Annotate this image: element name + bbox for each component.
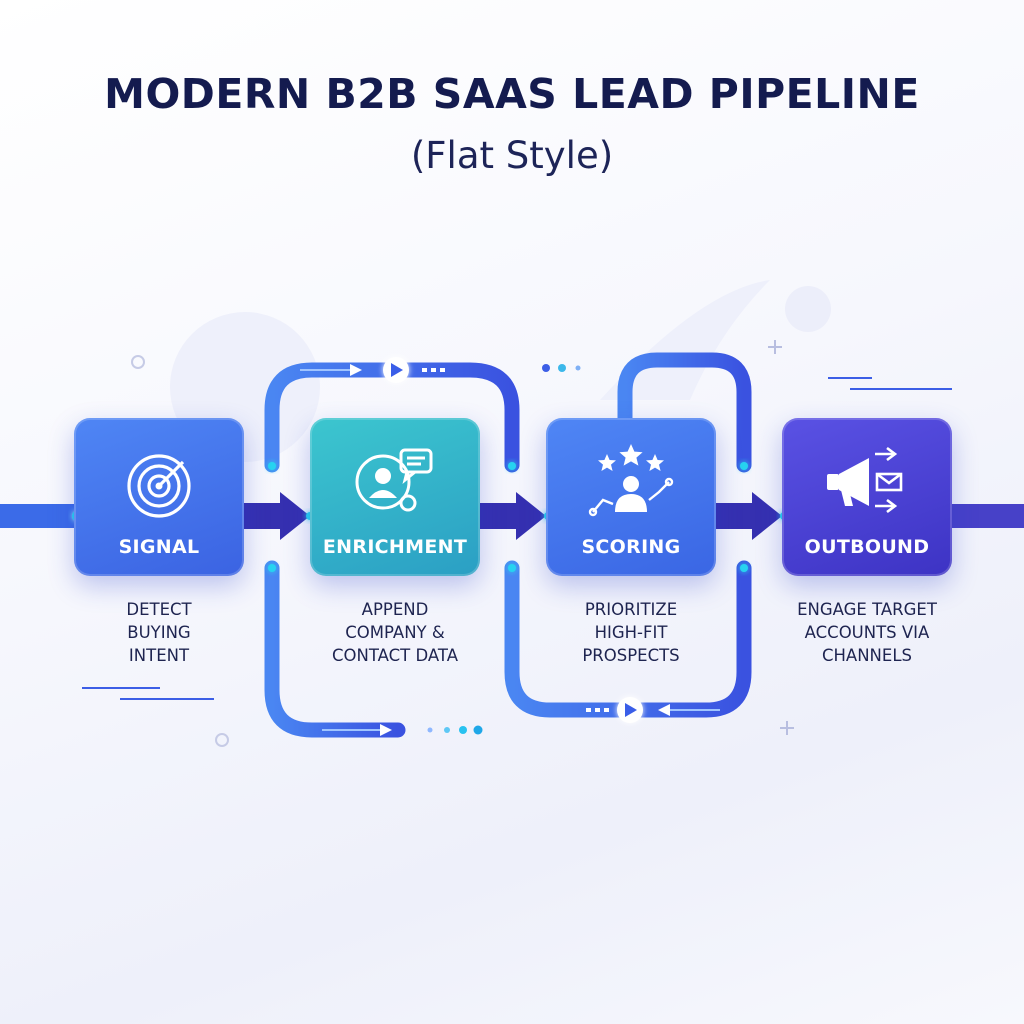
description-line: ACCOUNTS VIA: [804, 623, 930, 642]
stage-description-outbound: ENGAGE TARGET ACCOUNTS VIA CHANNELS: [767, 598, 967, 667]
description-line: BUYING: [127, 623, 191, 642]
decor-lines: [82, 377, 952, 700]
stage-description-signal: DETECT BUYING INTENT: [59, 598, 259, 667]
description-line: CHANNELS: [822, 646, 912, 665]
decor-ring: [131, 355, 145, 369]
decor-ring: [215, 733, 229, 747]
stage-card-scoring[interactable]: SCORING: [546, 418, 716, 576]
radar-icon: [127, 454, 191, 518]
stage-description-scoring: PRIORITIZE HIGH-FIT PROSPECTS: [531, 598, 731, 667]
star-rating-icon: [588, 444, 674, 517]
feedback-loop-top-right: [617, 352, 752, 473]
main-flow-bar: [950, 504, 1024, 528]
description-line: PROSPECTS: [582, 646, 680, 665]
stage-arrow: [714, 492, 782, 540]
decor-plus: [768, 340, 794, 735]
page-subtitle: (Flat Style): [410, 134, 614, 177]
description-line: INTENT: [128, 646, 190, 665]
background-circle: [785, 286, 831, 332]
main-flow-bar: [0, 504, 80, 528]
stage-arrow: [244, 492, 310, 540]
stage-card-signal[interactable]: SIGNAL: [74, 418, 244, 576]
stage-description-enrichment: APPEND COMPANY & CONTACT DATA: [295, 598, 495, 667]
description-line: HIGH-FIT: [594, 623, 668, 642]
megaphone-icon: [827, 446, 903, 514]
description-line: APPEND: [361, 600, 429, 619]
description-line: ENGAGE TARGET: [797, 600, 937, 619]
description-line: PRIORITIZE: [584, 600, 678, 619]
stage-label: ENRICHMENT: [322, 536, 468, 558]
contact-data-icon: [355, 448, 433, 512]
stage-label: SCORING: [581, 536, 681, 558]
page-title: MODERN B2B SAAS LEAD PIPELINE: [104, 70, 920, 118]
feedback-loop-bottom-left: [264, 560, 406, 738]
stage-label: SIGNAL: [118, 536, 200, 558]
stage-card-outbound[interactable]: OUTBOUND: [782, 418, 952, 576]
description-line: DETECT: [126, 600, 192, 619]
stage-card-enrichment[interactable]: ENRICHMENT: [310, 418, 480, 576]
stage-label: OUTBOUND: [804, 536, 930, 558]
description-line: CONTACT DATA: [332, 646, 458, 665]
stage-arrow: [478, 492, 546, 540]
description-line: COMPANY &: [345, 623, 445, 642]
